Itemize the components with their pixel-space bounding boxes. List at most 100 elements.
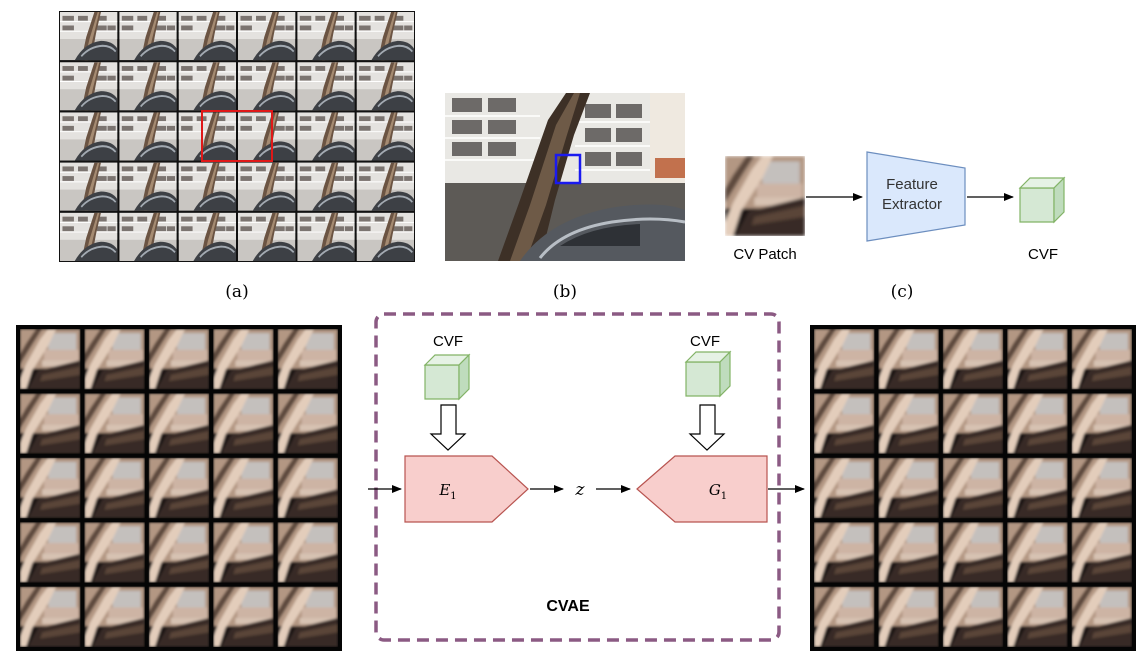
grid-a-tile (238, 162, 296, 211)
grid-a-tile (356, 12, 415, 61)
patch-tile (277, 393, 338, 454)
patch-tile (814, 586, 875, 647)
patch-tile (1071, 393, 1132, 454)
patch-tile (277, 329, 338, 390)
patch-tile (878, 393, 939, 454)
grid-a-tile (119, 12, 177, 61)
grid-a-tile (60, 162, 118, 211)
patch-tile (213, 522, 274, 583)
grid-a-tile (178, 12, 237, 61)
patch-tile (878, 329, 939, 390)
input-patch-grid (16, 325, 342, 651)
patch-tile (20, 586, 81, 647)
encoder-block (404, 455, 529, 523)
grid-a-tile (119, 62, 177, 111)
cvae-title: CVAE (546, 598, 590, 615)
patch-tile (148, 393, 210, 454)
encoder-label: E1 (438, 481, 456, 502)
cvf-cube-right-icon (684, 350, 732, 398)
panel-label-c: (c) (891, 282, 914, 302)
hollow-down-arrow-right-icon (688, 404, 726, 451)
grid-a-tile (178, 62, 237, 111)
patch-tile (84, 393, 145, 454)
patch-tile (213, 457, 274, 519)
patch-tile (814, 393, 875, 454)
cvf-label-left: CVF (433, 333, 463, 350)
grid-a-tile (119, 162, 177, 211)
grid-a-tile (178, 162, 237, 211)
patch-tile (148, 329, 210, 390)
patch-tile (1071, 329, 1132, 390)
cvf-cube-left-icon (423, 353, 471, 401)
street-photo (445, 93, 686, 261)
feature-extractor-label-line2: Extractor (882, 196, 942, 213)
patch-tile (878, 586, 939, 647)
patch-tile (277, 457, 338, 519)
patch-tile (814, 522, 875, 583)
patch-tile (213, 329, 274, 390)
grid-a-tile (297, 162, 355, 211)
patch-tile (213, 586, 274, 647)
highlight-box-red (201, 110, 273, 162)
grid-a-tile (178, 112, 237, 161)
cvae-container (374, 312, 781, 642)
image-grid-a (59, 11, 415, 262)
grid-a-tile (297, 12, 355, 61)
grid-a-tile (297, 212, 355, 262)
output-patch-grid (810, 325, 1136, 651)
patch-tile (277, 586, 338, 647)
patch-tile (84, 457, 145, 519)
grid-a-tile (356, 162, 415, 211)
patch-tile (814, 457, 875, 519)
patch-tile (84, 522, 145, 583)
patch-tile (20, 329, 81, 390)
patch-tile (84, 329, 145, 390)
grid-a-tile (60, 112, 118, 161)
grid-a-tile (119, 212, 177, 262)
patch-tile (1007, 393, 1068, 454)
highlight-box-blue (554, 153, 582, 185)
hollow-down-arrow-left-icon (429, 404, 467, 451)
grid-a-tile (238, 212, 296, 262)
patch-tile (1071, 522, 1132, 583)
generator-block (636, 455, 768, 523)
grid-a-tile (119, 112, 177, 161)
grid-a-tile (238, 112, 296, 161)
patch-tile (814, 329, 875, 390)
patch-tile (942, 329, 1004, 390)
feature-extractor-label-line1: Feature (886, 176, 938, 193)
grid-a-tile (297, 112, 355, 161)
grid-a-tile (60, 12, 118, 61)
patch-tile (20, 457, 81, 519)
patch-tile (878, 457, 939, 519)
latent-z-label: z (575, 480, 586, 500)
patch-tile (1007, 522, 1068, 583)
patch-tile (20, 522, 81, 583)
feature-extractor-block (866, 151, 966, 242)
cvf-cube-icon (1018, 176, 1066, 224)
patch-tile (1071, 586, 1132, 647)
patch-tile (148, 522, 210, 583)
generator-label: G1 (709, 481, 727, 502)
cv-patch-image (725, 156, 805, 236)
patch-tile (213, 393, 274, 454)
grid-a-tile (60, 62, 118, 111)
grid-a-tile (60, 212, 118, 262)
patch-tile (1007, 457, 1068, 519)
patch-tile (1071, 457, 1132, 519)
patch-tile (878, 522, 939, 583)
patch-tile (148, 586, 210, 647)
patch-tile (1007, 329, 1068, 390)
cvf-label-right: CVF (690, 333, 720, 350)
grid-a-tile (297, 62, 355, 111)
patch-tile (942, 586, 1004, 647)
patch-tile (942, 393, 1004, 454)
cvf-label-c: CVF (1028, 246, 1058, 263)
patch-tile (20, 393, 81, 454)
patch-tile (942, 457, 1004, 519)
patch-tile (942, 522, 1004, 583)
panel-label-a: (a) (225, 282, 248, 302)
grid-a-tile (178, 212, 237, 262)
cv-patch-label: CV Patch (733, 246, 796, 263)
